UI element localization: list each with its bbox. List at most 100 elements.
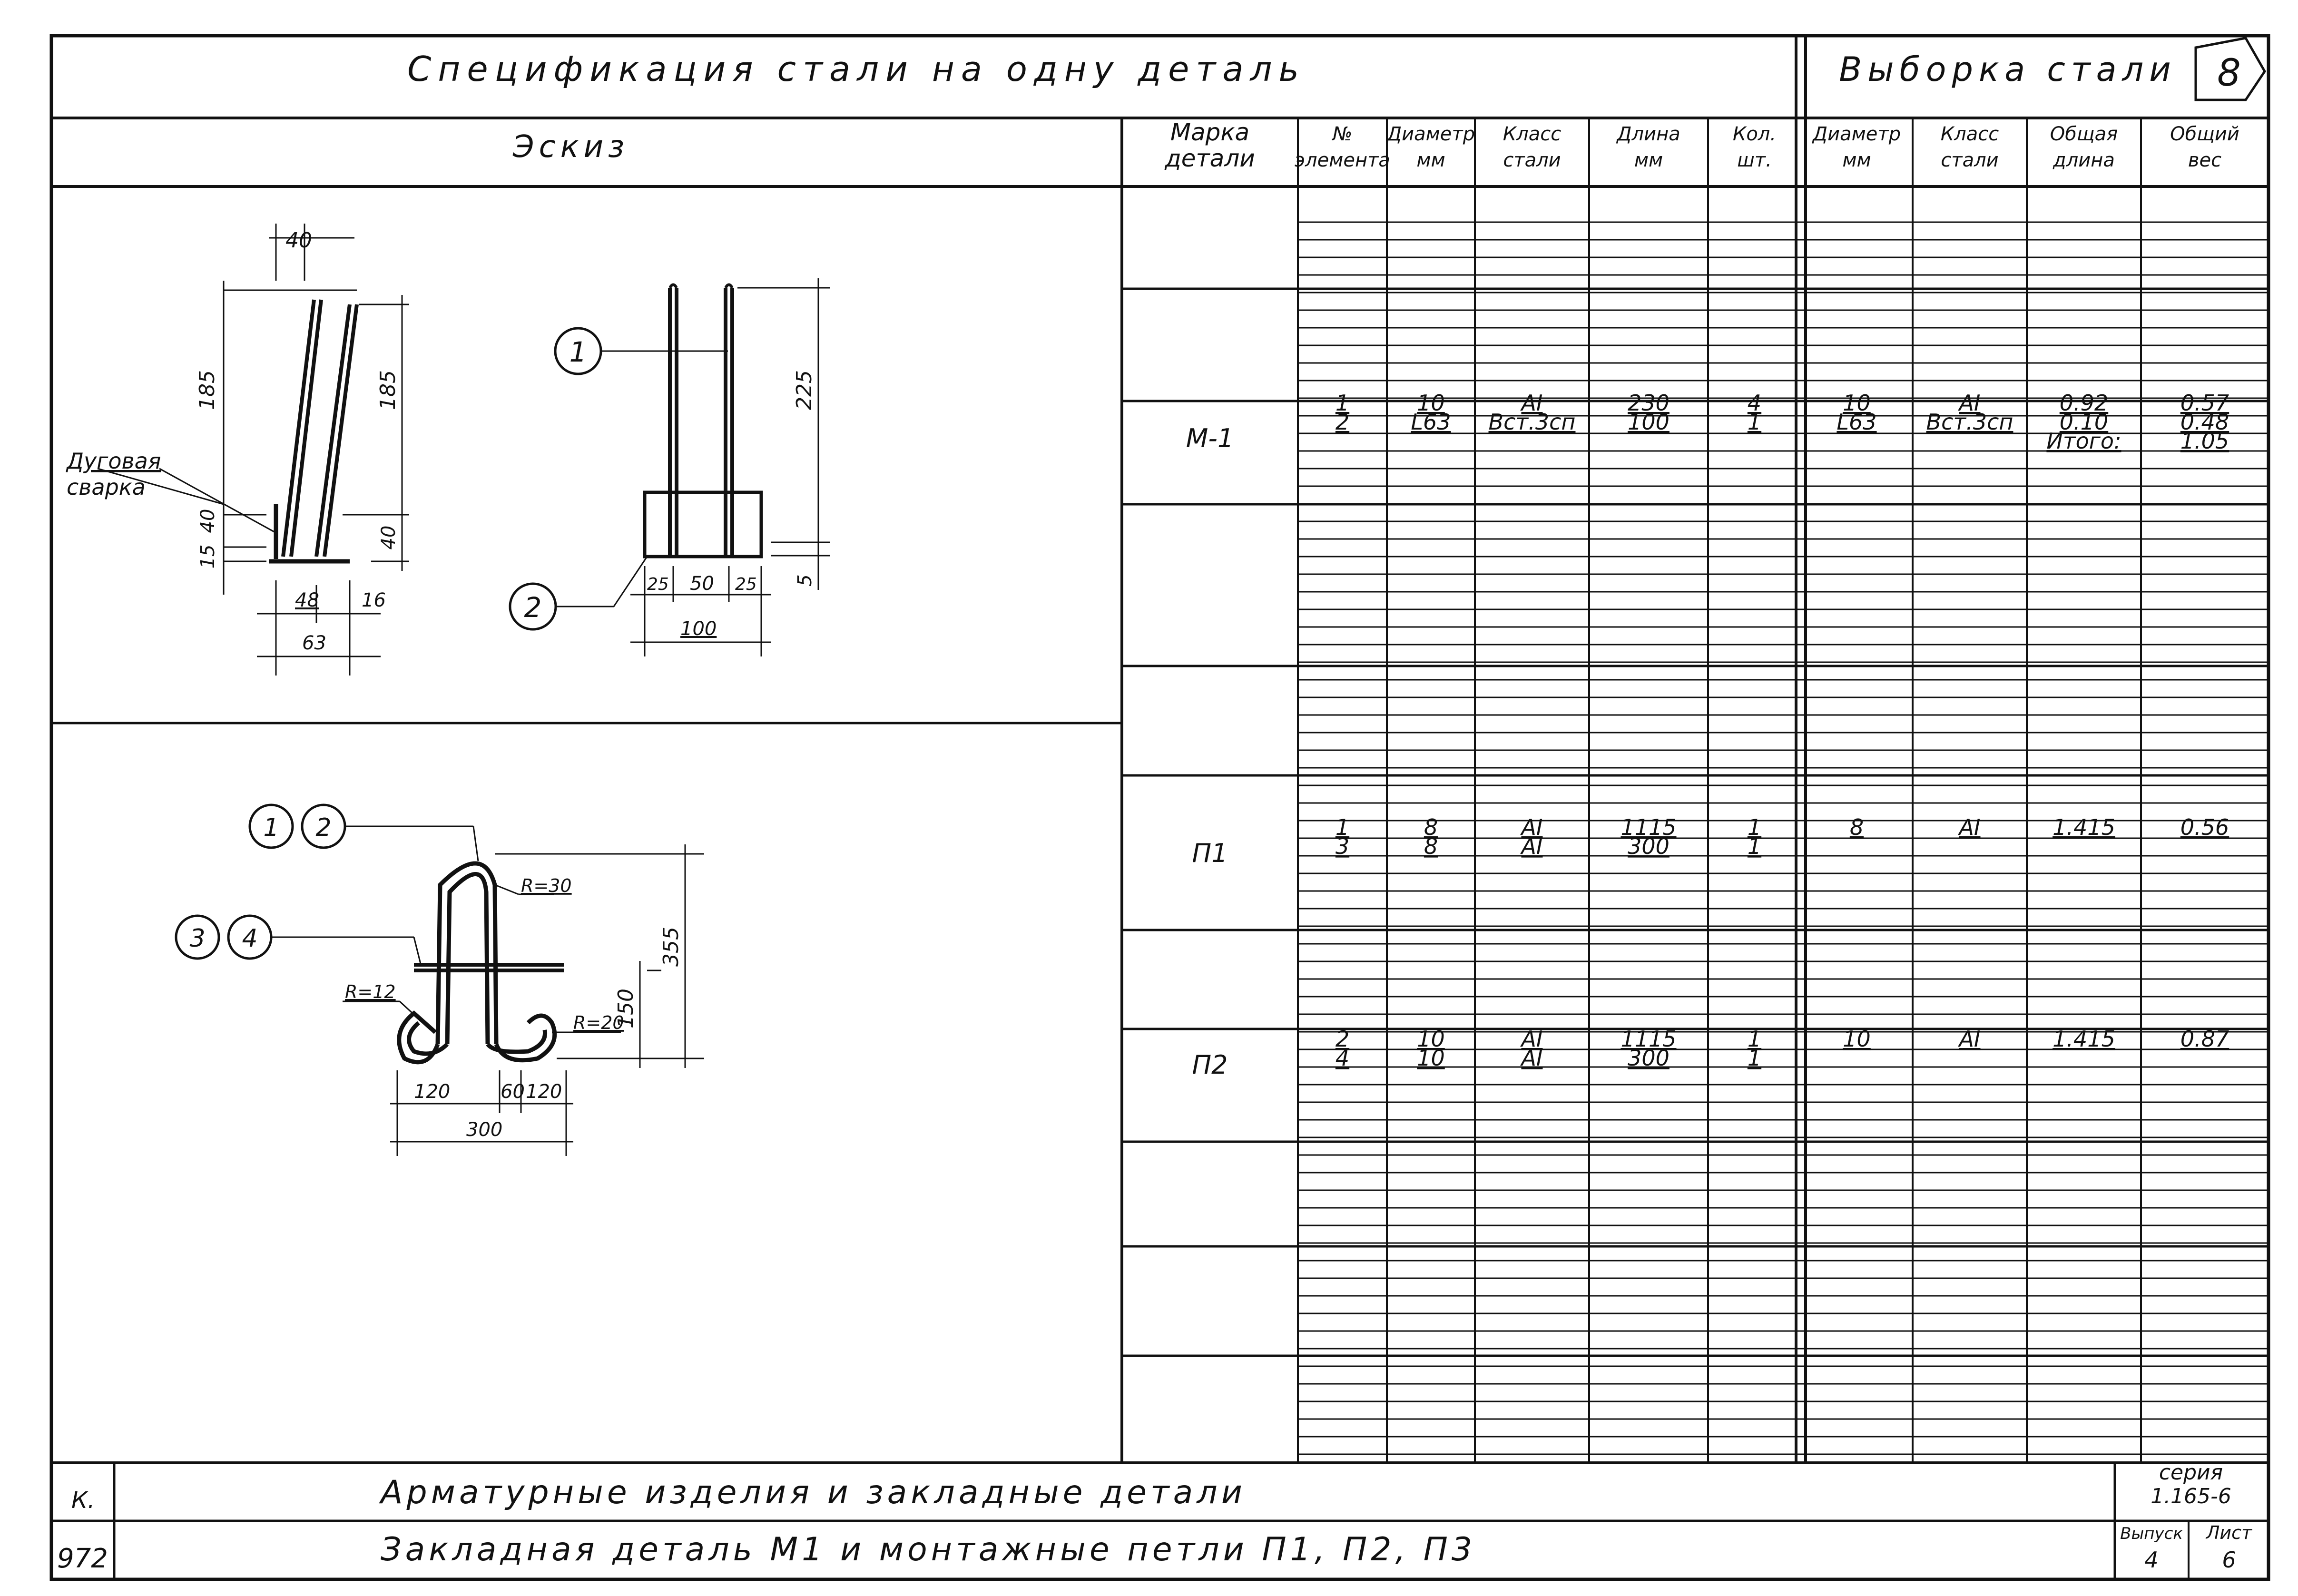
series-label: серия xyxy=(2159,1460,2223,1485)
loops-dim-300: 300 xyxy=(466,1119,502,1141)
cell-scls: Вст.3сп xyxy=(1926,409,2013,435)
cell-cls: АI xyxy=(1520,833,1542,859)
cell-d: 10 xyxy=(1417,390,1445,416)
column-header-mark: детали xyxy=(1164,145,1255,172)
loops-callout-4: 4 xyxy=(242,924,257,953)
column-header-sel-diameter: Диаметр xyxy=(1812,123,1901,145)
cell-n: 4 xyxy=(1336,1045,1349,1071)
m1-front-view xyxy=(509,278,830,656)
loops-dim-60: 60 xyxy=(501,1081,525,1103)
cell-d: L63 xyxy=(1411,409,1451,435)
cell-sd: 10 xyxy=(1843,390,1871,416)
cell-n: 2 xyxy=(1336,409,1349,435)
detail-mark: П1 xyxy=(1192,838,1228,868)
m1-dim-225: 225 xyxy=(792,370,816,410)
cell-tw: 0.57 xyxy=(2180,390,2229,416)
sheet-value: 6 xyxy=(2222,1547,2236,1573)
cell-scls: АI xyxy=(1957,390,1980,416)
m1-dim-16: 16 xyxy=(362,589,386,611)
m1-dim-25-left: 25 xyxy=(647,575,669,594)
column-header-element-no: элемента xyxy=(1295,149,1390,171)
cell-tl: Итого: xyxy=(2046,428,2121,454)
cell-len: 230 xyxy=(1628,390,1669,416)
loops-r12: R=12 xyxy=(345,981,396,1002)
cell-tw: 0.56 xyxy=(2180,814,2229,840)
sheet-number-badge xyxy=(2194,37,2266,101)
column-header-mark: Марка xyxy=(1170,118,1249,146)
column-header-total-length: Общая xyxy=(2050,123,2118,145)
column-header-sel-diameter: мм xyxy=(1842,149,1871,171)
column-header-length: Длина xyxy=(1616,123,1680,145)
cell-cls: АI xyxy=(1520,814,1542,840)
sheet-number: 8 xyxy=(2217,52,2241,95)
cell-tl: 0.10 xyxy=(2060,409,2108,435)
sketch-column-title: Эскиз xyxy=(512,129,629,165)
cell-cls: АI xyxy=(1520,1045,1542,1071)
cell-tl: 1.415 xyxy=(2052,1026,2115,1052)
m1-dim-40-right: 40 xyxy=(378,526,400,550)
loops-sketch xyxy=(175,803,704,1156)
m1-dim-63: 63 xyxy=(302,632,326,654)
column-header-total-weight: вес xyxy=(2188,149,2221,171)
m1-dim-25-right: 25 xyxy=(735,575,757,594)
series-value: 1.165-6 xyxy=(2151,1484,2231,1508)
column-header-diameter: Диаметр xyxy=(1386,123,1475,145)
title-block-left-bottom: 972 xyxy=(57,1543,108,1574)
cell-qty: 1 xyxy=(1748,833,1761,859)
sheet-label: Лист xyxy=(2205,1522,2253,1543)
issue-value: 4 xyxy=(2144,1547,2158,1573)
loops-callout-1: 1 xyxy=(263,813,279,842)
issue-label: Выпуск xyxy=(2120,1524,2183,1543)
cell-len: 1115 xyxy=(1620,1026,1676,1052)
cell-len: 300 xyxy=(1628,1045,1669,1071)
cell-cls: АI xyxy=(1520,1026,1542,1052)
m1-dim-50: 50 xyxy=(690,573,714,595)
m1-dim-185-left: 185 xyxy=(195,370,219,410)
m1-callout-2: 2 xyxy=(524,591,542,624)
cell-d: 10 xyxy=(1417,1045,1445,1071)
loops-dim-150: 150 xyxy=(614,989,638,1028)
m1-weld-label-2: сварка xyxy=(67,474,146,500)
column-header-sel-class: стали xyxy=(1941,149,1998,171)
loops-r20: R=20 xyxy=(573,1012,624,1033)
column-header-quantity: шт. xyxy=(1737,149,1772,171)
cell-scls: АI xyxy=(1957,1026,1980,1052)
cell-tw: 1.05 xyxy=(2180,428,2229,454)
column-header-steel-class: стали xyxy=(1503,149,1561,171)
column-header-quantity: Кол. xyxy=(1733,123,1776,145)
m1-dim-185-right: 185 xyxy=(376,370,400,410)
cell-tl: 1.415 xyxy=(2052,814,2115,840)
title-block-subtitle: Закладная деталь М1 и монтажные петли П1… xyxy=(381,1531,1476,1568)
m1-weld-label-1: Дуговая xyxy=(66,448,161,474)
cell-qty: 1 xyxy=(1748,814,1761,840)
cell-tw: 0.48 xyxy=(2180,409,2229,435)
column-header-diameter: мм xyxy=(1416,149,1445,171)
loops-dim-120-left: 120 xyxy=(414,1081,450,1103)
cell-d: 10 xyxy=(1417,1026,1445,1052)
column-header-sel-class: Класс xyxy=(1941,123,1999,145)
loops-r30: R=30 xyxy=(521,875,572,896)
cell-qty: 1 xyxy=(1748,409,1761,435)
m1-side-view xyxy=(97,224,409,676)
column-header-element-no: № xyxy=(1332,123,1353,145)
cell-len: 100 xyxy=(1628,409,1669,435)
cell-d: 8 xyxy=(1424,833,1438,859)
cell-n: 1 xyxy=(1336,814,1349,840)
loops-callout-3: 3 xyxy=(189,924,205,953)
cell-len: 300 xyxy=(1628,833,1669,859)
selection-title: Выборка стали xyxy=(1839,50,2177,89)
cell-scls: АI xyxy=(1957,814,1980,840)
cell-n: 3 xyxy=(1336,833,1349,859)
column-header-length: мм xyxy=(1634,149,1663,171)
cell-cls: АI xyxy=(1520,390,1542,416)
cell-qty: 1 xyxy=(1748,1026,1761,1052)
m1-dim-5: 5 xyxy=(794,574,816,586)
cell-n: 1 xyxy=(1336,390,1349,416)
detail-mark: М-1 xyxy=(1186,423,1234,453)
table-grid xyxy=(1122,118,2269,1463)
m1-dim-40-left: 40 xyxy=(197,509,219,533)
column-header-total-weight: Общий xyxy=(2170,123,2239,145)
cell-n: 2 xyxy=(1336,1026,1349,1052)
